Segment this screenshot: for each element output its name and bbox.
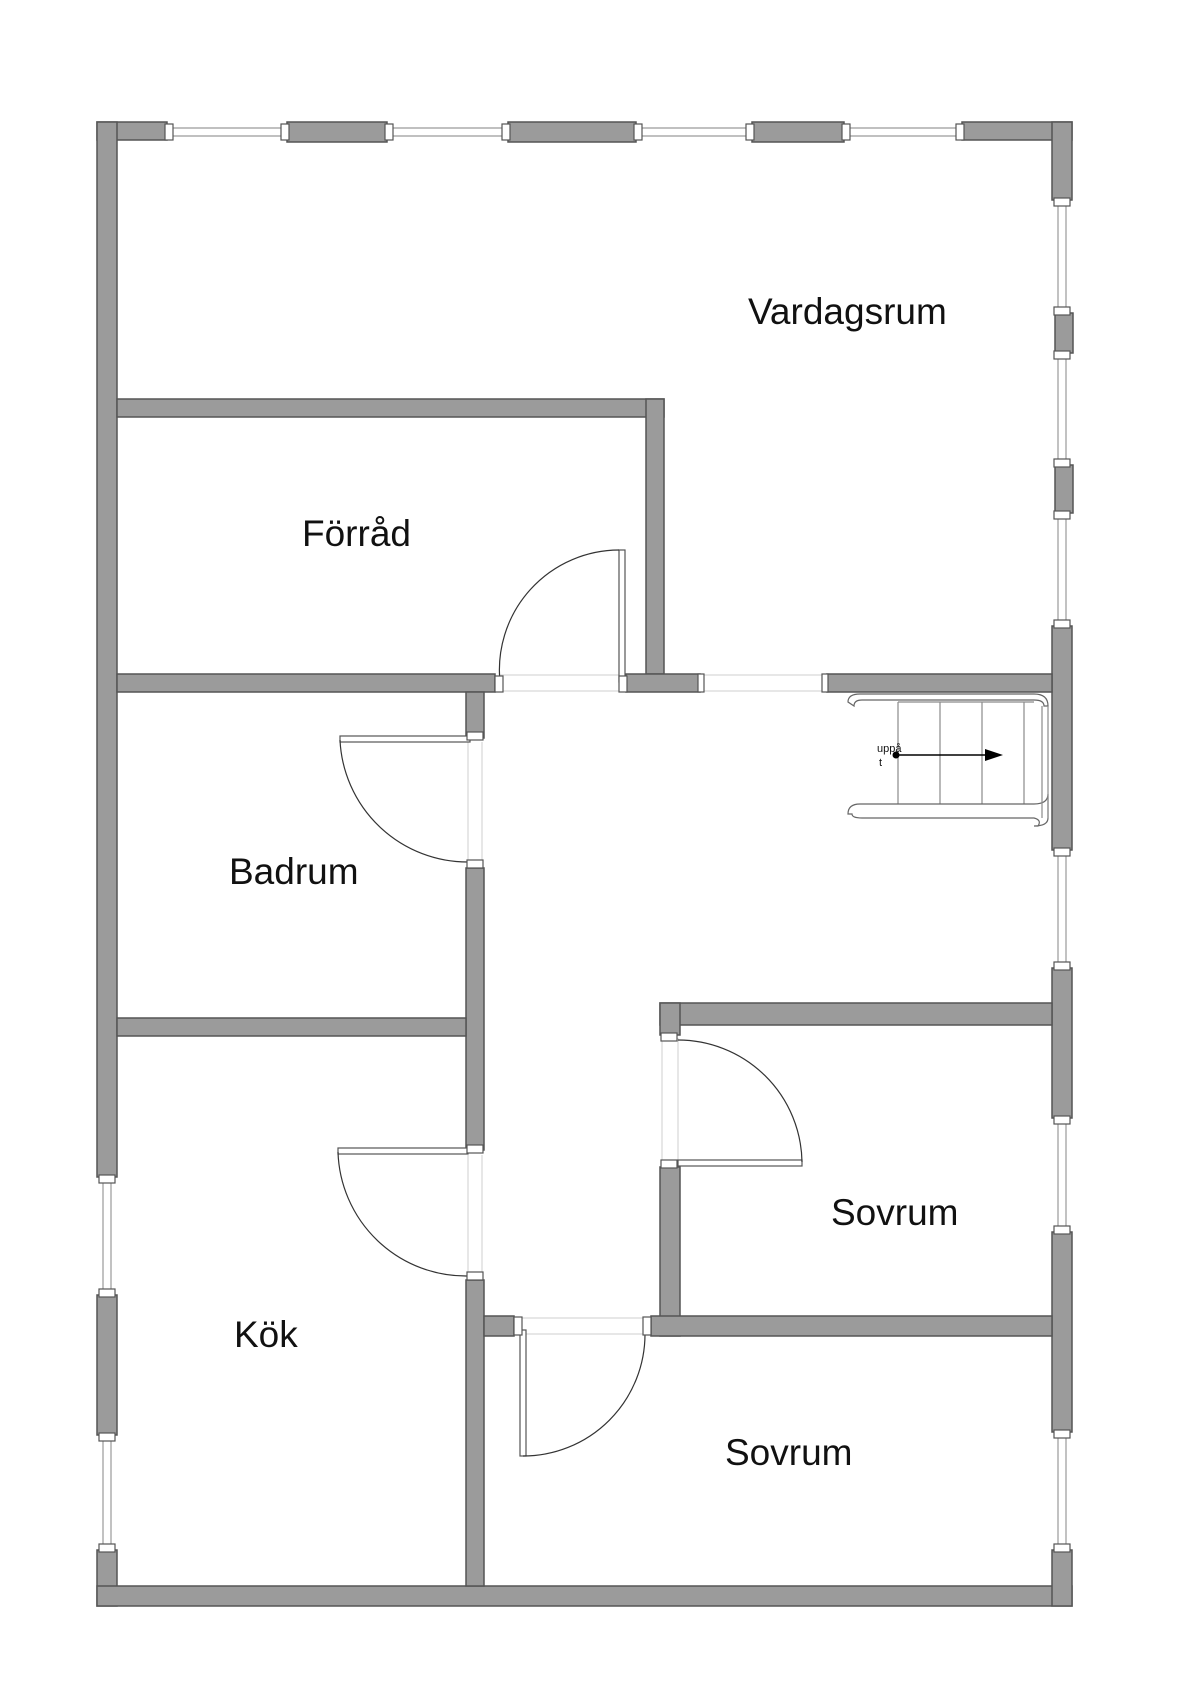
window-right-3 [1053, 510, 1071, 629]
window-top-4 [841, 123, 965, 141]
window-right-1 [1053, 197, 1071, 316]
door-badrum [339, 731, 484, 869]
window-right-2 [1053, 350, 1071, 468]
room-label-badrum: Badrum [229, 851, 359, 892]
window-top-2 [384, 123, 511, 141]
room-label-forrad: Förråd [302, 513, 411, 554]
door-sovrum-1 [660, 1032, 803, 1169]
window-right-6 [1053, 1429, 1071, 1553]
room-label-sovrum-2: Sovrum [725, 1432, 852, 1473]
window-right-4 [1053, 847, 1071, 971]
stair-label-line2: t [879, 757, 882, 769]
room-label-vardagsrum: Vardagsrum [748, 291, 947, 332]
window-top-3 [633, 123, 755, 141]
window-top-1 [164, 123, 290, 141]
window-left-2 [98, 1432, 116, 1553]
window-right-5 [1053, 1115, 1071, 1235]
stair-label-line1: uppå [877, 743, 902, 755]
room-labels: Vardagsrum Förråd Badrum Kök Sovrum Sovr… [229, 291, 958, 1473]
doors [337, 549, 829, 1457]
staircase: uppå t [847, 693, 1049, 827]
door-forrad [494, 549, 628, 693]
door-sovrum-2 [513, 1316, 652, 1457]
interior-walls [116, 398, 1053, 1587]
window-left-1 [98, 1174, 116, 1298]
door-kok [337, 1144, 484, 1281]
room-label-sovrum-1: Sovrum [831, 1192, 958, 1233]
outer-walls [96, 121, 1074, 1607]
windows [98, 123, 1071, 1553]
opening-living-room [697, 673, 829, 693]
arrow-right-icon [985, 749, 1003, 761]
room-label-kok: Kök [234, 1314, 298, 1355]
